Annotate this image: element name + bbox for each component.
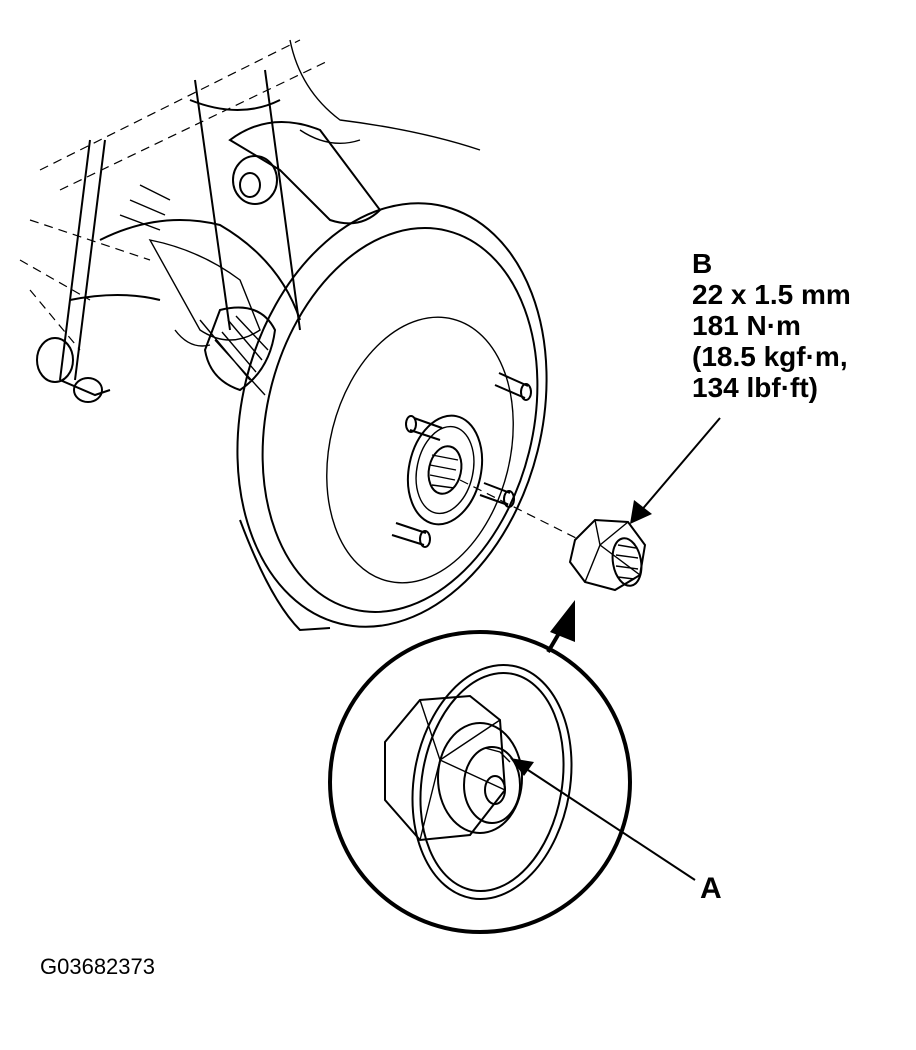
- brake-disc: [236, 202, 548, 632]
- callout-b-letter: B: [692, 248, 713, 279]
- callout-b-leader: [630, 417, 721, 524]
- detail-view-circle: [328, 630, 632, 934]
- callout-b-thread: 22 x 1.5 mm: [692, 279, 851, 310]
- callout-b-label: B 22 x 1.5 mm 181 N·m (18.5 kgf·m, 134 l…: [692, 248, 851, 403]
- detail-arrow: [546, 600, 575, 654]
- wheel-studs: [391, 372, 532, 548]
- callout-b-torque-kgfm: (18.5 kgf·m,: [692, 341, 848, 372]
- callout-a-leader: [510, 758, 696, 881]
- callout-a-label: A: [700, 872, 722, 905]
- wheel-hub: [406, 414, 484, 526]
- spindle-nut: [568, 518, 647, 592]
- suspension-assembly: [19, 39, 481, 403]
- axis-centerline: [459, 479, 581, 541]
- callout-b-torque-lbfft: 134 lbf·ft): [692, 372, 818, 403]
- callout-b-torque-nm: 181 N·m: [692, 310, 801, 341]
- figure-id: G03682373: [40, 954, 155, 979]
